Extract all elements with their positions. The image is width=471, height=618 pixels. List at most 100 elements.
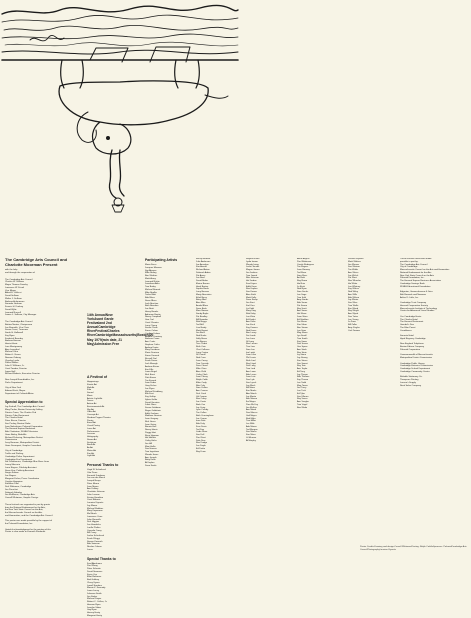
text-line: Dick Whitmore, Cambridge: [5, 486, 32, 489]
text-line: Edith Kane: [246, 285, 257, 288]
text-line: Jim Kent: [246, 302, 255, 304]
text-line: Ken Sturm: [297, 359, 308, 362]
text-line: Jim Pourchet: [5, 488, 18, 491]
text-line: Bob Bloss: [145, 297, 155, 299]
text-line: Polaroid Foundation, Inc.: [400, 277, 425, 280]
text-line: Bob Sauer: [297, 302, 308, 304]
text-line: Lee Young: [348, 318, 359, 321]
text-line: Sue Dell: [196, 434, 205, 436]
text-line: Cambridge Police Department: [5, 455, 35, 458]
text-line: Poster is also made to Kenneth Friedman: [5, 531, 46, 534]
text-line: Alan Child: [196, 370, 206, 373]
text-line: Ned Burke: [196, 335, 207, 337]
text-line: Environmental Art: [87, 405, 105, 408]
presenter-sub: with the help: [5, 269, 18, 272]
text-line: Ann Vaughn: [297, 401, 309, 403]
text-line: Nancy Harris: [145, 429, 158, 431]
text-line: Drawing and design:: [374, 546, 395, 548]
text-line: Joy Thayer: [297, 373, 308, 376]
text-line: Amy Sands: [297, 299, 309, 302]
text-line: Center for Advanced Visual Studies: [400, 310, 435, 313]
text-line: Ada Moore: [246, 425, 257, 428]
text-line: Tess Cabot: [196, 343, 207, 346]
text-line: Susann Wyman: [348, 258, 364, 260]
text-line: Lora Montgomery: [5, 345, 23, 348]
text-line: Sergio Faloon: [5, 472, 19, 475]
column-presenters: The Cambridge Arts Council and Charlotte…: [5, 258, 83, 534]
text-line: Jane Moore: [87, 485, 99, 488]
text-line: New Joseph Roundtables, Inc.: [5, 378, 35, 381]
text-line: Photography: [367, 548, 380, 551]
text-line: Roy Tate: [297, 365, 306, 368]
text-line: Lucille Plotkin: [87, 526, 101, 529]
text-line: Lydia Inman: [246, 260, 258, 263]
text-line: Elaine Barnes: [196, 282, 210, 285]
text-line: Fire Art: [87, 452, 95, 455]
text-line: Jackie Schinlissel: [87, 535, 105, 537]
text-line: Lorre Rogers, Publicity Assistant: [5, 466, 37, 469]
text-line: Kay Ryan: [5, 334, 15, 337]
text-line: Poetry: [87, 419, 94, 422]
text-line: Joe Curran: [196, 417, 207, 420]
text-line: Jane Casey: [196, 359, 208, 362]
text-line: Richard Roberts, Executive Director: [5, 373, 40, 376]
text-line: Lenny Mercurio: [5, 464, 21, 467]
text-line: Lassen's Supply: [400, 381, 416, 384]
text-line: Nicolas Colone: [87, 546, 102, 548]
text-line: Ralph Cobb: [196, 379, 208, 381]
special-thanks-heading: Special Thanks to: [87, 556, 116, 561]
text-line: Performance: [87, 430, 100, 433]
text-line: Ned Case: [196, 357, 206, 359]
text-line: the Polaroid Foundation, Inc.: [5, 523, 33, 526]
text-line: Dan Sousa: [297, 343, 308, 346]
text-line: Mark Kelly: [246, 296, 257, 299]
text-line: Kay Kramer: [246, 326, 258, 329]
text-line: Leonard Rivkin: [145, 280, 160, 283]
text-line: Ted Rose: [297, 271, 307, 274]
personal-thanks-heading: Personal Thanks to: [87, 463, 119, 467]
text-line: Bob Lucas: [246, 373, 257, 376]
text-line: Jo Rush: [297, 285, 306, 288]
text-line: Barbara Hassan: [5, 340, 21, 343]
text-line: Ethel Berry: [196, 296, 207, 299]
text-line: Ruth Lind: [246, 359, 256, 362]
text-line: Pam McCoy: [246, 403, 258, 406]
text-line: Jane Nakashima, Polaroid Corporation: [5, 425, 43, 428]
text-line: Cambridge Fire Department: [5, 458, 33, 461]
text-line: Tom Jewett: [246, 274, 258, 277]
text-line: City of New York: [5, 387, 22, 390]
text-line: Ann Lowe: [246, 370, 256, 373]
text-line: Jack Ebaugh: [145, 363, 158, 365]
text-line: Mark Walters: [348, 260, 361, 263]
text-line: Larry Cantor: [196, 351, 209, 354]
text-line: Ike Mayer: [246, 401, 256, 403]
text-line: Tom Wolfe: [348, 304, 359, 307]
text-line: Ted Brill: [196, 324, 204, 326]
text-line: Jerry Brennan, Metropolitan District: [5, 442, 40, 445]
text-line: Jim Hill: [145, 442, 153, 445]
text-line: Nesti Sales Company: [400, 384, 422, 387]
text-line: Jon Lane: [246, 337, 256, 340]
text-line: Harriet Hertz: [5, 343, 18, 346]
text-line: Leslie Jacobs: [246, 266, 260, 269]
text-line: Cornelia Carey: [87, 529, 102, 532]
text-line: Florie Denison: [145, 352, 160, 354]
text-line: Sky Art: [87, 408, 94, 411]
text-line: Mario Ferra: [145, 264, 157, 266]
text-line: Lou Klein: [246, 315, 256, 318]
elephant-illustration: [1, 4, 239, 213]
text-line: City of Cambridge: [5, 450, 23, 453]
text-line: Laser Art: [87, 427, 96, 430]
text-line: Betty Kahn: [145, 459, 156, 462]
participating-artists-heading: Participating Artists: [145, 258, 178, 262]
text-line: Joan Lenz: [246, 354, 257, 357]
text-line: Lou Sims: [297, 329, 307, 332]
text-line: Ann Weiss: [348, 271, 359, 274]
text-line: Rick Gross: [145, 420, 156, 423]
text-line: and Humanities, and the Cambridge Arts C…: [5, 514, 53, 517]
text-line: and 2nd Annual: [87, 321, 112, 330]
text-line: Lil Munroe: [246, 436, 257, 439]
text-line: Ben Mason: [246, 398, 258, 401]
